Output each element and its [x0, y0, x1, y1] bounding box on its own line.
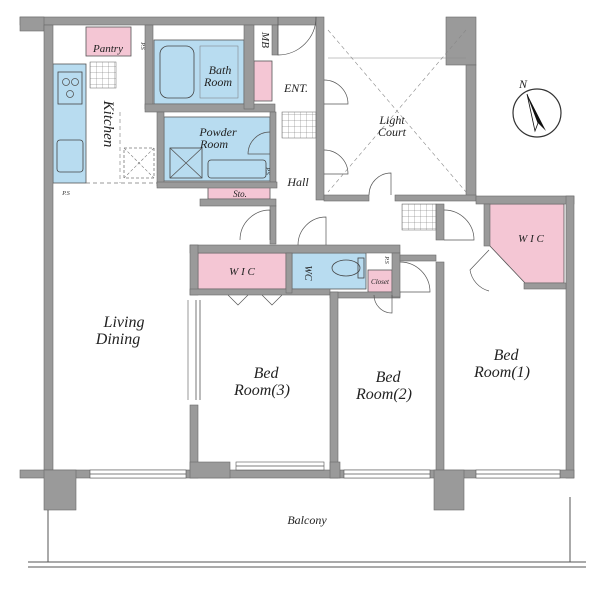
bed3-label-1: Bed — [254, 365, 280, 382]
bath-fill — [153, 39, 245, 105]
ps-label-powder: P.S — [264, 166, 270, 174]
kitchen-counter — [52, 63, 87, 184]
toilet-icon — [331, 257, 365, 279]
ps-label-wc: P.S — [383, 255, 389, 263]
bathtub-icon — [159, 45, 195, 99]
kitchen-label: Kitchen — [100, 100, 116, 148]
wc-label: WC — [302, 266, 313, 281]
ent-label: ENT. — [283, 81, 308, 95]
ps-label-pantry: P.S — [139, 41, 145, 49]
closet-label: Closet — [371, 278, 390, 286]
light-court-label-1: Light — [378, 113, 405, 127]
bed3-label-2: Room(3) — [233, 382, 290, 399]
mb-label: MB — [259, 31, 271, 48]
vanity-icon — [207, 159, 267, 179]
sink-icon — [56, 139, 84, 173]
stove-icon — [57, 71, 83, 105]
north-arrow-icon: N — [512, 77, 562, 138]
bed2-label-2: Room(2) — [355, 386, 412, 403]
pantry-fill — [85, 26, 132, 57]
bed1-label-2: Room(1) — [473, 364, 530, 381]
room-labels: Pantry P.S MB Bath Room ENT. Kitchen Pow… — [61, 31, 544, 527]
wic-bed3-label: W I C — [229, 266, 255, 278]
ps-label-kitchen: P.S — [61, 191, 69, 197]
entrance-tiles — [281, 111, 317, 139]
ent-storage — [253, 60, 273, 102]
bath-label-1: Bath — [209, 63, 232, 77]
powder-label-1: Powder — [198, 125, 237, 139]
bed2-label-1: Bed — [376, 369, 402, 386]
walls — [19, 16, 575, 511]
compass-label: N — [518, 77, 528, 91]
light-court-label-2: Court — [378, 125, 407, 139]
hall-tiles — [401, 203, 437, 231]
doors — [227, 16, 490, 314]
fixture-fills — [52, 26, 565, 293]
balcony-area — [28, 497, 586, 568]
living-label: Living — [103, 314, 145, 331]
wic-bed1-label: W I C — [518, 233, 544, 245]
light-court-diagonals — [327, 29, 467, 193]
fixtures — [56, 29, 467, 279]
bed1-label-1: Bed — [494, 347, 520, 364]
bath-label-2: Room — [203, 75, 232, 89]
balcony-label: Balcony — [287, 513, 327, 527]
sto-label: Sto. — [233, 189, 247, 199]
fridge-icon — [123, 147, 155, 179]
washer-icon — [169, 147, 203, 179]
windows — [89, 300, 561, 479]
hall-label: Hall — [286, 175, 309, 189]
dining-label: Dining — [95, 331, 140, 348]
pantry-label: Pantry — [92, 43, 123, 55]
stair-tiles — [89, 61, 117, 89]
powder-label-2: Room — [199, 137, 228, 151]
powder-fill — [163, 116, 271, 182]
